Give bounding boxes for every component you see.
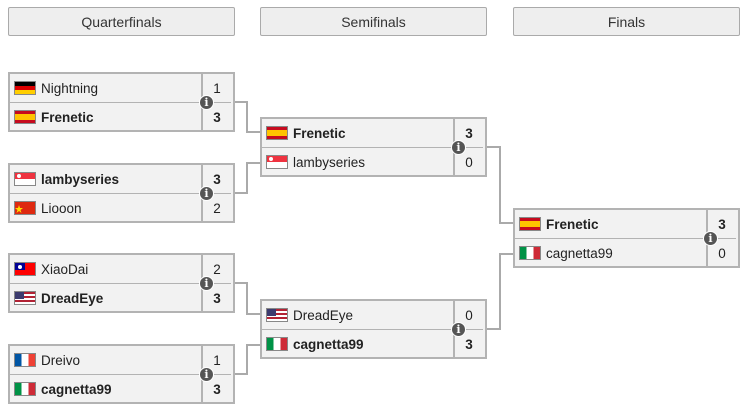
player-score: 0 (706, 239, 736, 267)
info-icon[interactable]: i (451, 322, 466, 337)
player-score: 3 (201, 375, 231, 403)
flag-us-icon (14, 291, 36, 305)
player-score: 0 (453, 148, 483, 176)
player-row[interactable]: XiaoDai 2 (10, 255, 231, 284)
flag-canton (15, 292, 24, 299)
player-row[interactable]: Frenetic 3 (262, 119, 483, 148)
player-score: 2 (201, 194, 231, 222)
round-header-finals: Finals (513, 7, 740, 36)
player-name: lambyseries (293, 154, 366, 170)
player-score: 3 (706, 210, 736, 238)
flag-es-icon (14, 110, 36, 124)
player-name: Frenetic (546, 216, 599, 232)
flag-cn-icon (14, 201, 36, 215)
flag-crescent (17, 174, 21, 178)
connector-line (487, 146, 513, 224)
player-score: 1 (201, 74, 231, 102)
match-qf-2: lambyseries 3 Liooon 2 (8, 163, 235, 223)
flag-canton (267, 309, 276, 316)
player-name: cagnetta99 (41, 381, 112, 397)
player-name: DreadEye (41, 290, 104, 306)
round-header-quarterfinals: Quarterfinals (8, 7, 235, 36)
player-name: DreadEye (293, 307, 354, 323)
connector-line (235, 101, 260, 133)
match-qf-1: Nightning 1 Frenetic 3 (8, 72, 235, 132)
player-row[interactable]: Frenetic 3 (515, 210, 736, 239)
flag-it-icon (519, 246, 541, 260)
connector-line (235, 162, 260, 194)
flag-tw-icon (14, 262, 36, 276)
flag-sg-icon (14, 172, 36, 186)
flag-es-icon (519, 217, 541, 231)
match-sf-2: DreadEye 0 cagnetta99 3 (260, 299, 487, 359)
info-icon[interactable]: i (199, 276, 214, 291)
player-row[interactable]: lambyseries 0 (262, 148, 483, 176)
round-header-semifinals: Semifinals (260, 7, 487, 36)
flag-it-icon (14, 382, 36, 396)
connector-line (235, 344, 260, 375)
player-score: 3 (453, 330, 483, 358)
player-name: Frenetic (293, 125, 346, 141)
player-name: lambyseries (41, 171, 120, 187)
match-sf-1: Frenetic 3 lambyseries 0 (260, 117, 487, 177)
connector-line (487, 253, 513, 330)
player-score: 2 (201, 255, 231, 283)
info-icon[interactable]: i (703, 231, 718, 246)
flag-star-icon (15, 205, 23, 213)
player-row[interactable]: Liooon 2 (10, 194, 231, 222)
flag-us-icon (266, 308, 288, 322)
player-score: 3 (201, 103, 231, 131)
flag-fr-icon (14, 353, 36, 367)
player-score: 3 (201, 165, 231, 193)
player-name: Frenetic (41, 109, 94, 125)
player-row[interactable]: Dreivo 1 (10, 346, 231, 375)
flag-de-icon (14, 81, 36, 95)
player-name: Dreivo (41, 352, 81, 368)
player-row[interactable]: Frenetic 3 (10, 103, 231, 131)
player-row[interactable]: cagnetta99 0 (515, 239, 736, 267)
connector-line (235, 282, 260, 315)
match-qf-3: XiaoDai 2 DreadEye 3 (8, 253, 235, 313)
flag-canton (15, 263, 25, 270)
info-icon[interactable]: i (199, 95, 214, 110)
player-score: 0 (453, 301, 483, 329)
player-score: 1 (201, 346, 231, 374)
info-icon[interactable]: i (199, 367, 214, 382)
player-name: Liooon (41, 200, 82, 216)
flag-es-icon (266, 126, 288, 140)
player-row[interactable]: lambyseries 3 (10, 165, 231, 194)
info-icon[interactable]: i (199, 186, 214, 201)
player-name: XiaoDai (41, 261, 89, 277)
flag-crescent (269, 157, 273, 161)
player-row[interactable]: cagnetta99 3 (10, 375, 231, 403)
player-row[interactable]: cagnetta99 3 (262, 330, 483, 358)
flag-it-icon (266, 337, 288, 351)
player-score: 3 (201, 284, 231, 312)
player-name: cagnetta99 (546, 245, 613, 261)
flag-sg-icon (266, 155, 288, 169)
player-row[interactable]: Nightning 1 (10, 74, 231, 103)
match-final: Frenetic 3 cagnetta99 0 (513, 208, 740, 268)
info-icon[interactable]: i (451, 140, 466, 155)
player-name: cagnetta99 (293, 336, 364, 352)
player-row[interactable]: DreadEye 3 (10, 284, 231, 312)
player-row[interactable]: DreadEye 0 (262, 301, 483, 330)
player-score: 3 (453, 119, 483, 147)
player-name: Nightning (41, 80, 99, 96)
match-qf-4: Dreivo 1 cagnetta99 3 (8, 344, 235, 404)
